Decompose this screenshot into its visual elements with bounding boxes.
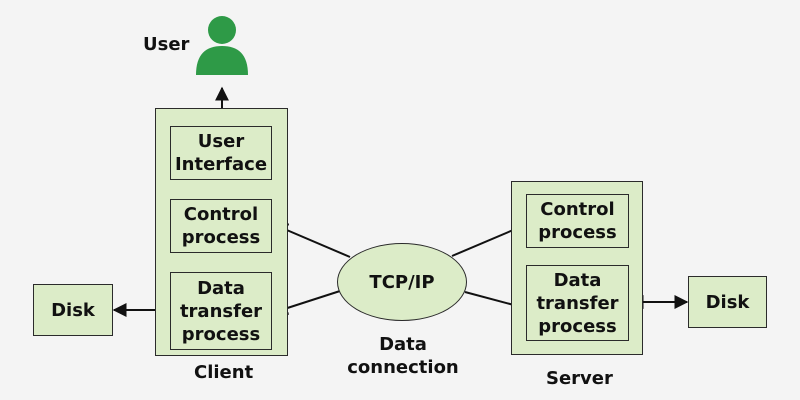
user-icon bbox=[196, 16, 248, 75]
user-label: User bbox=[143, 34, 190, 55]
client-user-interface-box: User Interface bbox=[170, 126, 272, 180]
client-data-transfer-process-box: Data transfer process bbox=[170, 272, 272, 350]
server-label: Server bbox=[546, 368, 613, 389]
data-connection-label: Data connection bbox=[347, 334, 459, 378]
tcp-ip-ellipse: TCP/IP bbox=[337, 243, 467, 321]
client-control-process-box: Control process bbox=[170, 199, 272, 253]
client-label: Client bbox=[194, 362, 254, 383]
client-disk-box: Disk bbox=[33, 284, 113, 336]
server-data-transfer-process-box: Data transfer process bbox=[526, 265, 629, 341]
server-control-process-box: Control process bbox=[526, 194, 629, 248]
server-disk-box: Disk bbox=[688, 276, 767, 328]
